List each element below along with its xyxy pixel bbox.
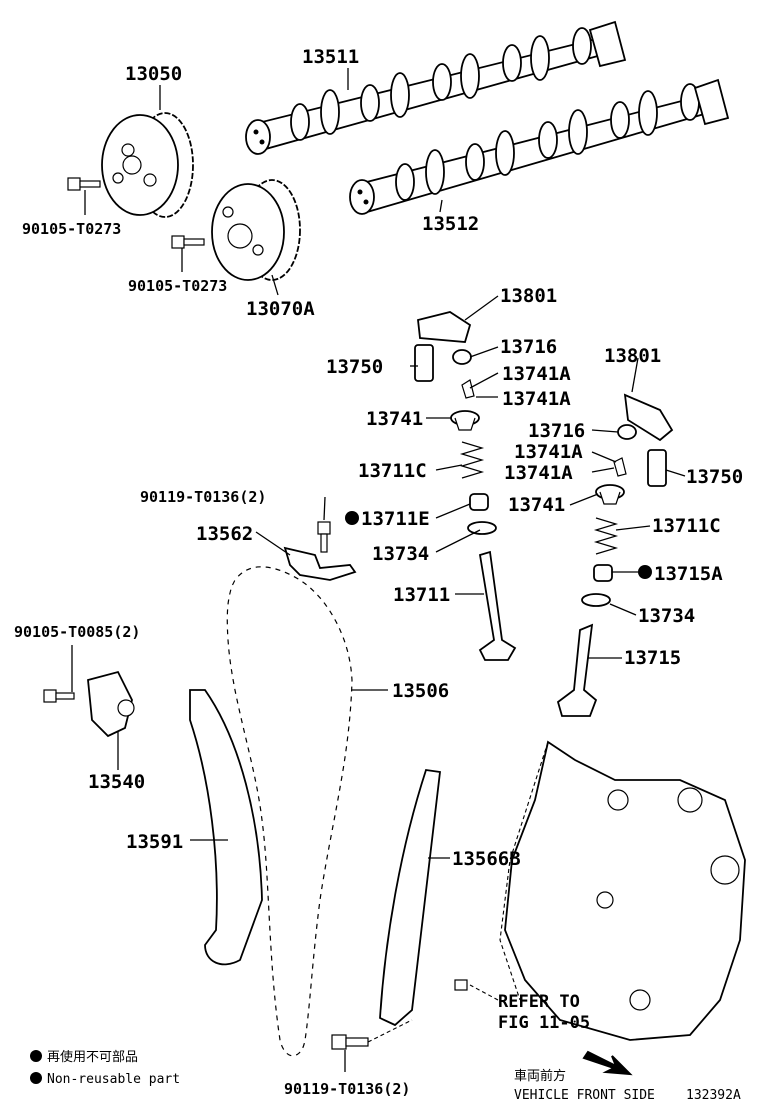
label-13715: 13715: [624, 647, 681, 669]
label-13741a-b: 13741A: [502, 388, 571, 410]
refer-to-line2: FIG 11-05: [498, 1013, 590, 1033]
chain-tensioner-13540: [87, 670, 135, 738]
label-13512: 13512: [422, 213, 479, 235]
figure-code: 132392A: [686, 1088, 741, 1103]
non-reusable-marker-13711e: [345, 511, 359, 525]
label-13750-b: 13750: [686, 466, 743, 488]
valve-spring-13711c-b: [593, 517, 619, 555]
valve-seal-13711e: [469, 493, 489, 511]
label-13562: 13562: [196, 523, 253, 545]
label-13716-b: 13716: [528, 420, 585, 442]
chain-slipper-13591: [189, 689, 263, 966]
retainer-13741-a: [450, 410, 480, 431]
valve-13715: [556, 623, 598, 717]
chain-damper-13566b: [379, 769, 441, 1027]
label-13741a-a: 13741A: [502, 363, 571, 385]
leader-lines: [71, 68, 686, 1072]
cam-timing-gear-13070a: [211, 179, 301, 281]
valve-cap-13716-b: [617, 424, 637, 440]
chain-guide-13562: [283, 546, 357, 581]
valve-cap-13716-a: [452, 349, 472, 365]
label-13511: 13511: [302, 46, 359, 68]
label-90105-t0273-b: 90105-T0273: [128, 277, 227, 295]
label-13741-b: 13741: [508, 494, 565, 516]
bolt-90105-t0273-a: [67, 177, 101, 191]
camshaft-13511: [245, 20, 627, 155]
keeper-13741a-a: [461, 379, 475, 399]
arrow-down-right-icon: [582, 1050, 633, 1076]
label-13566b: 13566B: [452, 848, 521, 870]
label-13050: 13050: [125, 63, 182, 85]
bolt-90119-t0136-top: [317, 521, 331, 553]
washer-13734-a: [467, 521, 497, 535]
bolt-90105-t0085: [43, 689, 75, 703]
label-13506: 13506: [392, 680, 449, 702]
lash-adjuster-13750-a: [414, 344, 434, 382]
timing-chain-13506: [225, 564, 355, 1058]
non-reusable-marker-13715a: [638, 565, 652, 579]
label-13801-a: 13801: [500, 285, 557, 307]
label-13715a: 13715A: [654, 563, 723, 585]
label-90119-t0136-top: 90119-T0136(2): [140, 488, 266, 506]
bolt-90119-t0136-bottom: [331, 1034, 369, 1050]
label-13070a: 13070A: [246, 298, 315, 320]
label-13711e: 13711E: [361, 508, 430, 530]
label-13741a-c: 13741A: [514, 441, 583, 463]
label-13734-b: 13734: [638, 605, 695, 627]
label-13716-a: 13716: [500, 336, 557, 358]
keeper-13741a-b: [613, 457, 627, 477]
label-13711: 13711: [393, 584, 450, 606]
valve-13711: [478, 550, 517, 661]
label-90119-t0136-bottom: 90119-T0136(2): [284, 1080, 410, 1098]
label-13741-a: 13741: [366, 408, 423, 430]
engine-block: [454, 740, 746, 1041]
retainer-13741-b: [595, 484, 625, 505]
label-13801-b: 13801: [604, 345, 661, 367]
front-side-en: VEHICLE FRONT SIDE: [514, 1088, 655, 1103]
label-13734-a: 13734: [372, 543, 429, 565]
label-90105-t0085: 90105-T0085(2): [14, 623, 140, 641]
label-13711c-b: 13711C: [652, 515, 721, 537]
label-13591: 13591: [126, 831, 183, 853]
legend-marker-jp: [30, 1050, 42, 1062]
camshaft-13512: [349, 78, 730, 215]
label-13741a-d: 13741A: [504, 462, 573, 484]
cam-timing-gear-13050: [101, 112, 194, 218]
valve-spring-13711c-a: [459, 441, 485, 479]
front-side-jp: 車両前方: [514, 1068, 566, 1084]
legend-text-jp: 再使用不可部品: [47, 1049, 138, 1065]
label-13711c-a: 13711C: [358, 460, 427, 482]
label-90105-t0273-a: 90105-T0273: [22, 220, 121, 238]
legend-text-en: Non-reusable part: [47, 1072, 180, 1087]
label-13540: 13540: [88, 771, 145, 793]
bolt-90105-t0273-b: [171, 235, 205, 249]
lash-adjuster-13750-b: [647, 449, 667, 487]
rocker-arm-13801-b: [623, 393, 674, 442]
refer-to-line1: REFER TO: [498, 992, 580, 1012]
washer-13734-b: [581, 593, 611, 607]
rocker-arm-13801-a: [417, 311, 472, 343]
valve-seal-13715a: [593, 564, 613, 582]
legend-marker-en: [30, 1072, 42, 1084]
label-13750-a: 13750: [326, 356, 383, 378]
